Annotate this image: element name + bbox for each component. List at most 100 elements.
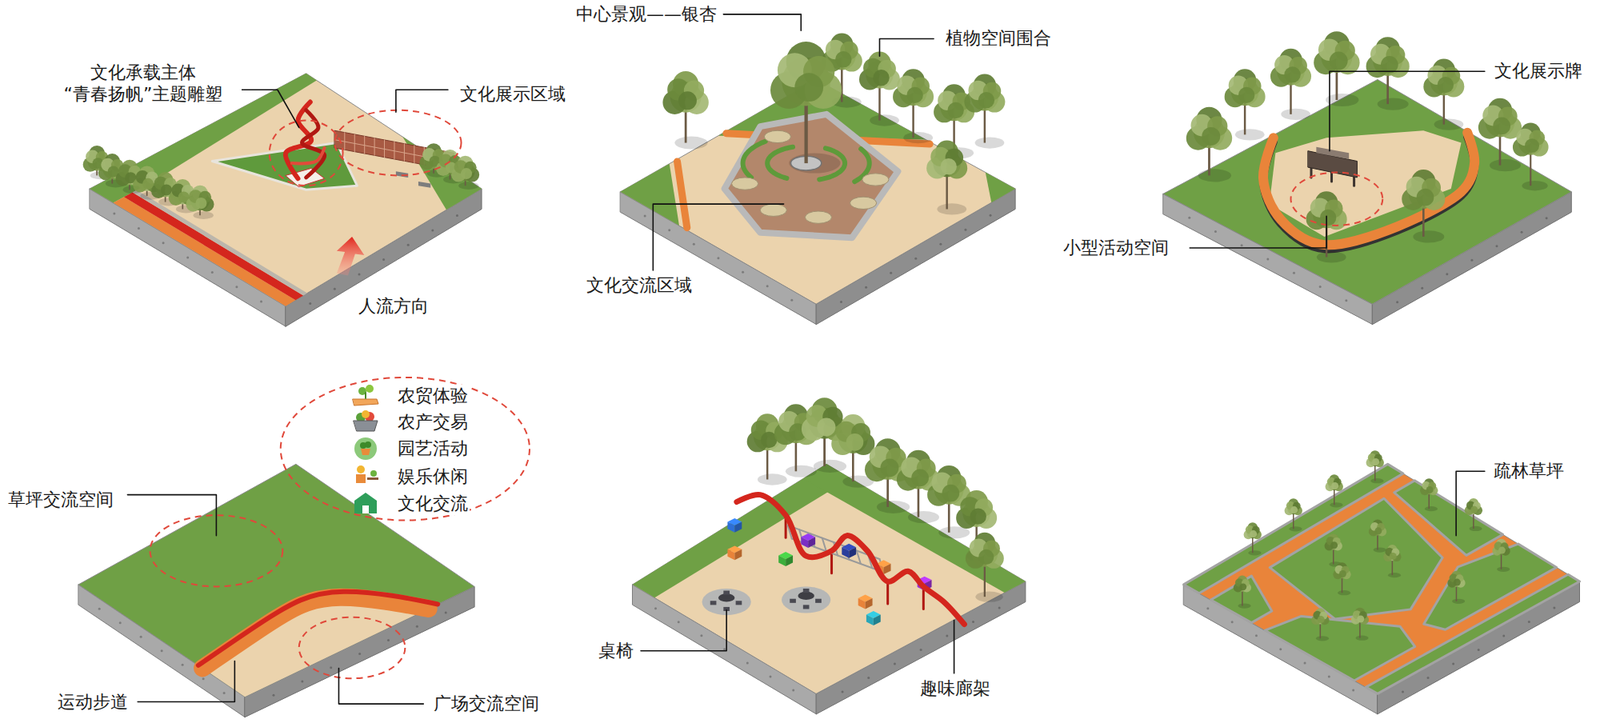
stepping-stone [804, 211, 832, 224]
tree-shadow [1469, 526, 1483, 532]
tree-canopy [1492, 117, 1511, 136]
iso-block [78, 464, 475, 717]
tree-shadow [1377, 98, 1409, 111]
fence-lattice [413, 145, 415, 164]
icon-leaf [364, 441, 372, 448]
cube-face [848, 547, 856, 558]
tree-shadow [458, 181, 479, 190]
tree [1492, 539, 1510, 572]
seat [710, 600, 717, 605]
block-texture [1420, 287, 1424, 290]
leader-line [640, 610, 727, 652]
block-texture [1292, 272, 1296, 275]
block-texture [162, 241, 165, 244]
block-texture [407, 244, 410, 247]
tree-shadow [785, 465, 817, 478]
curb [132, 190, 308, 296]
seat [723, 591, 730, 596]
dashed-highlight [299, 617, 406, 680]
block-texture [644, 215, 647, 218]
tree-canopy [1239, 583, 1247, 591]
block-texture [119, 621, 122, 624]
cube-face [808, 537, 816, 548]
tree-shadow [1329, 502, 1343, 508]
block-texture [920, 648, 923, 652]
block-texture [1545, 216, 1548, 220]
block-texture [1396, 300, 1399, 304]
tree-shadow [1325, 93, 1359, 107]
display-fence [334, 130, 454, 171]
block-top [1184, 464, 1580, 694]
tree-canopy [1524, 138, 1540, 153]
tree-canopy [1380, 56, 1399, 74]
fence-lattice [393, 141, 395, 160]
tree-shadow [757, 473, 788, 485]
tree-canopy [195, 197, 207, 209]
seat [815, 599, 822, 604]
block-texture [1206, 607, 1209, 610]
tree-canopy [1437, 76, 1454, 93]
block-top [78, 464, 475, 697]
icon-leaf [370, 470, 377, 477]
sculpture-ribbon [292, 148, 325, 164]
tree-shadow [1280, 108, 1311, 120]
seat [736, 600, 743, 605]
icon-basket [353, 420, 378, 432]
callout-label: 人流方向 [356, 295, 431, 318]
tree [1420, 478, 1438, 512]
tree-canopy [872, 69, 889, 86]
icon-body [356, 474, 366, 484]
fence-lattice [374, 138, 376, 156]
icon-hand [352, 399, 379, 406]
tree-canopy [1317, 616, 1325, 624]
tree-shadow [903, 132, 933, 144]
block-texture [357, 272, 360, 276]
table-top [718, 593, 735, 602]
pergola-slat [822, 538, 827, 552]
tree [926, 140, 968, 216]
central-plaza [724, 114, 899, 238]
block-texture [716, 256, 720, 260]
tree [1311, 608, 1329, 641]
block-texture [1502, 634, 1505, 637]
table-shadow [781, 586, 831, 613]
stepping-stone [862, 173, 889, 186]
tree-shadow [1452, 599, 1465, 604]
block-top [632, 464, 1026, 694]
block-texture [692, 243, 696, 246]
tree [1401, 169, 1445, 244]
tree-canopy [1356, 616, 1364, 624]
tree-canopy [1498, 547, 1506, 555]
block-texture [300, 680, 304, 684]
stepping-stone [760, 204, 787, 216]
tree [770, 41, 842, 174]
block-texture [1452, 663, 1455, 666]
icon-veg [361, 410, 370, 419]
tree [1313, 31, 1360, 107]
block-texture [1255, 634, 1258, 637]
icon-door [362, 505, 369, 514]
icon-pot [360, 448, 371, 456]
green-arc [743, 141, 766, 178]
stepping-stone [849, 196, 876, 209]
tree-shadow [193, 211, 214, 220]
tree-shadow [1373, 547, 1387, 552]
block-texture [382, 258, 385, 261]
tree-canopy [1389, 552, 1397, 560]
block-texture [769, 675, 772, 678]
tree-canopy [835, 51, 852, 68]
tree-canopy [1284, 66, 1300, 83]
tree-shadow [936, 203, 967, 215]
tree [964, 74, 1005, 149]
icon-table [367, 477, 379, 480]
block-texture [1470, 259, 1473, 262]
callout-label: 文化展示区域 [458, 83, 568, 106]
cube-face [727, 521, 735, 532]
tree [1366, 36, 1410, 111]
cube-face [866, 614, 874, 625]
tree-canopy [1426, 486, 1434, 494]
callout-label: 趣味廊架 [918, 677, 992, 700]
block-texture [1401, 691, 1404, 694]
block-texture [260, 300, 263, 304]
